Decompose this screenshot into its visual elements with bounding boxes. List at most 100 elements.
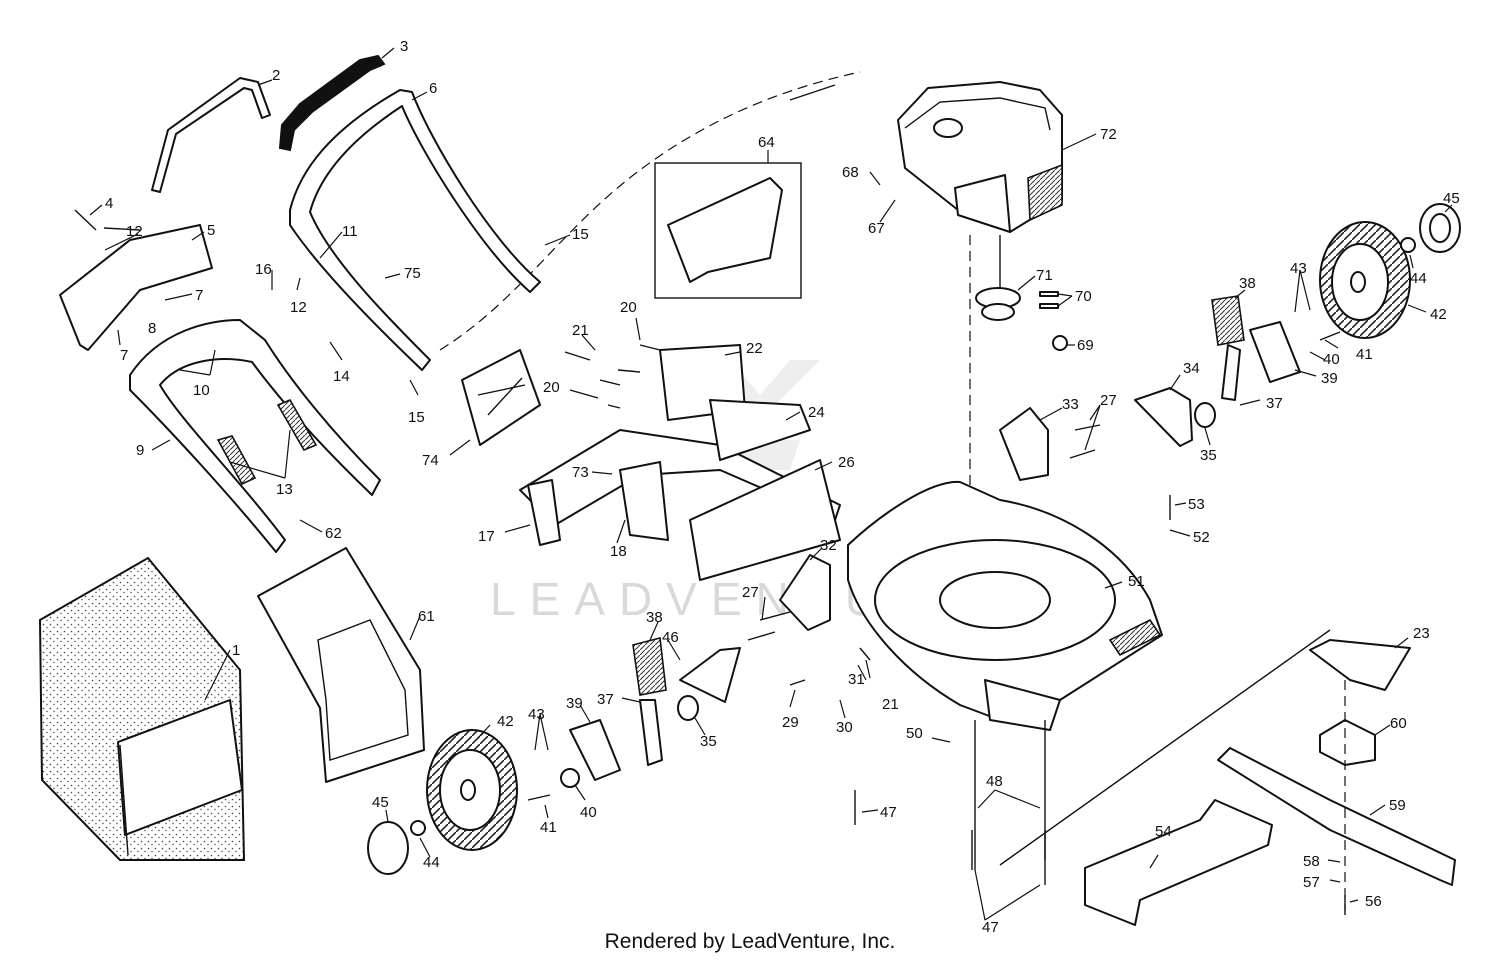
upper-handle <box>289 89 541 371</box>
callout-13: 13 <box>276 481 293 498</box>
blade-line <box>999 629 1331 866</box>
key-pins <box>1039 291 1059 309</box>
callout-29: 29 <box>782 714 799 731</box>
callout-44b: 44 <box>423 854 440 871</box>
callout-44a: 44 <box>1410 270 1427 287</box>
callout-2: 2 <box>272 67 280 84</box>
spacer-right <box>1194 402 1216 428</box>
callout-45a: 45 <box>1443 190 1460 207</box>
gear-plate-right <box>1134 387 1193 447</box>
callout-56: 56 <box>1365 893 1382 910</box>
callout-57: 57 <box>1303 874 1320 891</box>
nut-right <box>1400 237 1416 253</box>
mower-deck <box>847 480 1163 731</box>
callout-74: 74 <box>422 452 439 469</box>
callout-50: 50 <box>906 725 923 742</box>
callout-17: 17 <box>478 528 495 545</box>
callout-21b: 21 <box>882 696 899 713</box>
leader-lines <box>89 47 1453 921</box>
callouts: 1 2 3 4 5 6 7 7 8 9 10 11 12 12 13 14 15… <box>105 38 1460 936</box>
lever-right-arm <box>1221 344 1241 401</box>
bag-frame <box>257 547 425 783</box>
pivot-bracket-right <box>999 407 1049 481</box>
lower-handle <box>129 319 381 553</box>
callout-53: 53 <box>1188 496 1205 513</box>
lever-left <box>632 636 667 696</box>
callout-35b: 35 <box>700 733 717 750</box>
pulley <box>975 287 1021 321</box>
callout-20a: 20 <box>620 299 637 316</box>
callout-38a: 38 <box>1239 275 1256 292</box>
callout-47b: 47 <box>982 919 999 936</box>
callout-48: 48 <box>986 773 1003 790</box>
cable-end <box>789 84 836 101</box>
wheel-left <box>426 729 518 851</box>
callout-64: 64 <box>758 134 775 151</box>
callout-54: 54 <box>1155 823 1172 840</box>
callout-24: 24 <box>808 404 825 421</box>
callout-39a: 39 <box>1321 370 1338 387</box>
callout-12a: 12 <box>126 223 143 240</box>
deflector-box <box>654 162 802 299</box>
callout-60: 60 <box>1390 715 1407 732</box>
bracket-left <box>569 719 621 781</box>
callout-9: 9 <box>136 442 144 459</box>
mower-blade <box>1217 747 1456 886</box>
callout-11: 11 <box>342 223 358 240</box>
callout-71: 71 <box>1036 267 1053 284</box>
lever-right <box>1211 295 1245 346</box>
callout-7a: 7 <box>120 347 128 364</box>
callout-45b: 45 <box>372 794 389 811</box>
callout-15a: 15 <box>572 226 589 243</box>
lever-left-arm <box>639 699 663 766</box>
blade-stiffener <box>1084 799 1273 926</box>
callout-59: 59 <box>1389 797 1406 814</box>
callout-43b: 43 <box>528 706 545 723</box>
callout-41b: 41 <box>540 819 557 836</box>
pivot-bracket-left <box>779 554 831 631</box>
callout-21a: 21 <box>572 322 589 339</box>
callout-16: 16 <box>255 261 272 278</box>
callout-69: 69 <box>1077 337 1094 354</box>
callout-42a: 42 <box>1430 306 1447 323</box>
mulch-plug <box>461 349 541 446</box>
callout-43a: 43 <box>1290 260 1307 277</box>
deck-axis-a <box>974 720 1046 870</box>
callout-8: 8 <box>148 320 156 337</box>
hubcap-right <box>1419 203 1461 253</box>
rear-door-assembly <box>519 344 841 581</box>
callout-42b: 42 <box>497 713 514 730</box>
callout-33: 33 <box>1062 396 1079 413</box>
callout-62: 62 <box>325 525 342 542</box>
callout-5: 5 <box>207 222 215 239</box>
nut-left <box>410 820 426 836</box>
engine <box>897 81 1063 233</box>
callout-46: 46 <box>662 629 679 646</box>
callout-39b: 39 <box>566 695 583 712</box>
callout-18: 18 <box>610 543 627 560</box>
callout-58: 58 <box>1303 853 1320 870</box>
gear-plate-left <box>679 647 741 703</box>
callout-14: 14 <box>333 368 350 385</box>
callout-47a: 47 <box>880 804 897 821</box>
callout-22: 22 <box>746 340 763 357</box>
spacer-left <box>677 695 699 721</box>
washer-left <box>560 768 580 788</box>
grass-bag <box>38 556 246 861</box>
callout-4: 4 <box>105 195 113 212</box>
callout-73: 73 <box>572 464 589 481</box>
callout-6: 6 <box>429 80 437 97</box>
callout-31: 31 <box>848 671 865 688</box>
control-bar <box>151 77 271 193</box>
callout-75: 75 <box>404 265 421 282</box>
bolts <box>74 209 1346 915</box>
blade-adapter <box>1309 639 1411 691</box>
callout-27b: 27 <box>742 584 759 601</box>
callout-40a: 40 <box>1323 351 1340 368</box>
callout-37b: 37 <box>597 691 614 708</box>
callout-35a: 35 <box>1200 447 1217 464</box>
callout-23: 23 <box>1413 625 1430 642</box>
render-credit: Rendered by LeadVenture, Inc. <box>604 930 896 953</box>
callout-68: 68 <box>842 164 859 181</box>
callout-37a: 37 <box>1266 395 1283 412</box>
